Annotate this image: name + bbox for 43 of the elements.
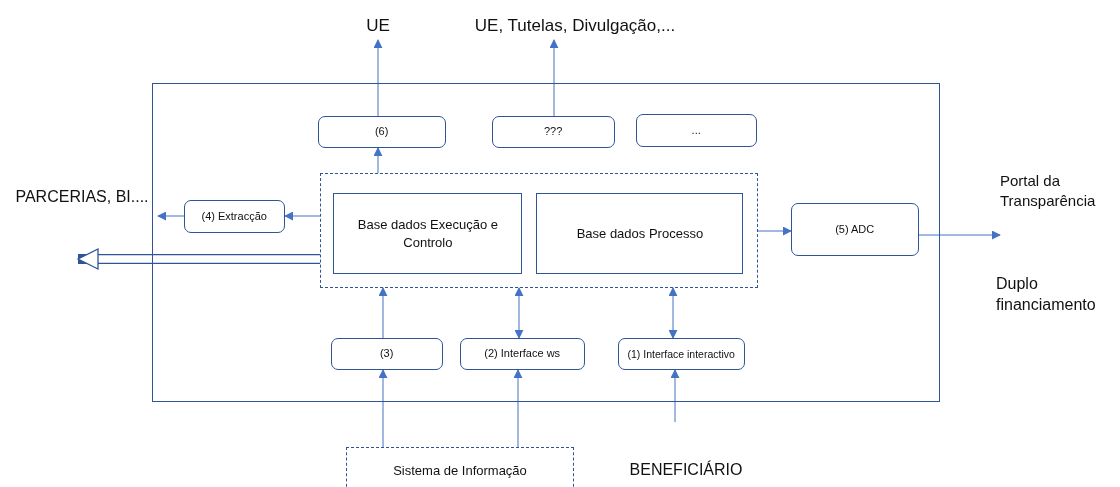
process-box (635, 113, 757, 147)
database-box (536, 193, 744, 275)
destination-label: Portal da Transparência (1000, 170, 1097, 211)
box-label: (4) Extracção (201, 208, 267, 224)
arrow (668, 287, 678, 339)
arrow (373, 39, 383, 117)
destination-label: PARCERIAS, BI.... (15, 187, 149, 208)
box-label: ??? (544, 124, 563, 140)
box-label: (3) (379, 346, 394, 362)
box-label: (1) Interface interactivo (627, 346, 735, 361)
box-label: (6) (374, 124, 389, 140)
box-label: (2) Interface ws (484, 346, 561, 362)
box-label: Sistema de Informação (393, 462, 527, 480)
note-label: Duplo financiamento (996, 274, 1097, 315)
process-box (459, 337, 585, 370)
arrow (378, 369, 388, 448)
destination-label: BENEFICIÁRIO (629, 459, 743, 481)
destination-label: UE, Tutelas, Divulgação,... (474, 14, 676, 37)
arrow (157, 211, 185, 221)
database-box (333, 193, 523, 275)
arrow (378, 287, 388, 339)
box-label: (5) ADC (835, 221, 875, 237)
box-label: Base dados Execução e Controlo (356, 216, 499, 252)
process-box (790, 202, 919, 256)
box-label: ... (691, 122, 701, 138)
arrow (918, 230, 1001, 240)
system-frame (152, 83, 940, 402)
arrow (757, 226, 792, 236)
arrow (513, 369, 523, 448)
arrow (373, 147, 383, 174)
arrow (514, 287, 524, 339)
process-box (183, 199, 285, 233)
arrow (284, 211, 321, 221)
process-box (317, 115, 446, 148)
process-box (617, 337, 745, 370)
process-box (330, 337, 443, 370)
dashed-source-box (346, 447, 574, 487)
process-box (491, 115, 615, 148)
arrow (670, 369, 680, 423)
dashed-group (319, 172, 758, 288)
destination-label: UE (366, 14, 390, 37)
box-label: Base dados Processo (576, 225, 704, 243)
arrow (549, 39, 559, 117)
